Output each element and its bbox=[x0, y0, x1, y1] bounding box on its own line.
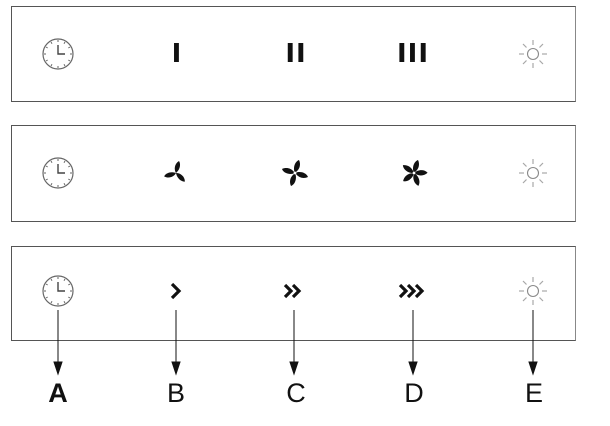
light-button[interactable] bbox=[511, 32, 555, 76]
arrowhead-d bbox=[408, 361, 418, 376]
timer-clock-icon bbox=[42, 38, 74, 70]
speed-3-icon: III bbox=[396, 39, 430, 69]
timer-clock-icon bbox=[42, 275, 74, 307]
speed-3-button[interactable]: III bbox=[391, 32, 435, 76]
single-chevron-icon bbox=[170, 282, 182, 300]
light-icon bbox=[519, 159, 547, 187]
light-button[interactable] bbox=[511, 151, 555, 195]
timer-button[interactable] bbox=[36, 151, 80, 195]
callout-label-a: A bbox=[48, 378, 68, 408]
speed-3-button[interactable] bbox=[391, 269, 435, 313]
fan-speed-2-button[interactable] bbox=[273, 151, 317, 195]
arrowhead-c bbox=[289, 361, 299, 376]
fan-speed-1-button[interactable] bbox=[154, 151, 198, 195]
fan-speed-3-icon bbox=[402, 160, 428, 186]
speed-2-button[interactable] bbox=[272, 269, 316, 313]
triple-chevron-icon bbox=[398, 283, 425, 299]
fan-speed-3-button[interactable] bbox=[392, 151, 436, 195]
callout-label-d: D bbox=[404, 378, 424, 408]
arrowhead-e bbox=[528, 361, 538, 376]
light-icon bbox=[519, 277, 547, 305]
arrowhead-b bbox=[171, 361, 181, 376]
speed-2-button[interactable]: II bbox=[274, 32, 318, 76]
light-button[interactable] bbox=[511, 269, 555, 313]
timer-clock-icon bbox=[42, 157, 74, 189]
fan-speed-2-icon bbox=[282, 160, 308, 186]
timer-button[interactable] bbox=[36, 269, 80, 313]
callout-label-e: E bbox=[524, 378, 544, 408]
callout-label-b: B bbox=[166, 378, 186, 408]
speed-1-icon: I bbox=[171, 39, 183, 69]
fan-speed-1-icon bbox=[164, 161, 185, 182]
callout-label-c: C bbox=[286, 378, 306, 408]
arrowhead-a bbox=[53, 361, 63, 376]
double-chevron-icon bbox=[283, 283, 302, 299]
speed-1-button[interactable] bbox=[154, 269, 198, 313]
speed-1-button[interactable]: I bbox=[155, 32, 199, 76]
timer-button[interactable] bbox=[36, 32, 80, 76]
speed-2-icon: II bbox=[285, 39, 307, 69]
light-icon bbox=[519, 40, 547, 68]
control-panel-roman bbox=[11, 6, 576, 102]
